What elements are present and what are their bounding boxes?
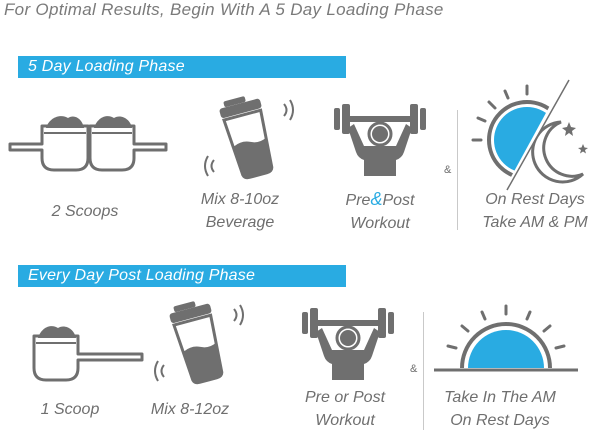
workout-caption-line1: Pre&Post [325, 188, 435, 212]
workout-caption-line1: Pre or Post [304, 389, 386, 406]
scoops-caption: 2 Scoops [51, 203, 119, 220]
lifter-dumbbell-icon [334, 104, 426, 176]
mix-caption: Mix 8-12oz [150, 401, 230, 418]
workout-pre-label: Pre [345, 192, 371, 209]
workout-caption: Pre&Post Workout [325, 188, 435, 235]
rest-days-caption: Take In The AM On Rest Days [425, 386, 575, 432]
mix-caption: Mix 8-10oz Beverage [180, 188, 300, 234]
workout-caption-line2: Workout [350, 215, 410, 232]
scoop-icon [32, 326, 144, 382]
lifter-dumbbell-icon [302, 308, 394, 380]
workout-caption: Pre or Post Workout [290, 386, 400, 432]
workout-caption-line2: Workout [315, 412, 375, 429]
rest-days-caption-line1: Take In The AM [444, 389, 556, 406]
scoop-icon [88, 116, 168, 172]
rest-days-caption: On Rest Days Take AM & PM [470, 188, 600, 234]
header-title: For Optimal Results, Begin With A 5 Day … [4, 0, 444, 19]
loading-phase-title: 5 Day Loading Phase [28, 58, 185, 75]
and-sign: & [410, 363, 418, 375]
workout-post-label: Post [382, 192, 415, 209]
sunrise-icon [434, 304, 578, 372]
daily-phase-banner: Every Day Post Loading Phase [18, 265, 346, 287]
divider [423, 312, 424, 430]
loading-phase-banner: 5 Day Loading Phase [18, 56, 346, 78]
rest-days-caption-line1: On Rest Days [485, 191, 585, 208]
workout-amp-label: & [370, 189, 383, 209]
divider [457, 110, 458, 230]
shaker-bottle-icon [154, 301, 244, 385]
shaker-bottle-icon [204, 96, 294, 180]
daily-phase-title: Every Day Post Loading Phase [28, 267, 256, 284]
mix-caption-line2: Beverage [205, 214, 275, 231]
rest-days-caption-line2: On Rest Days [450, 412, 550, 429]
rest-days-caption-line2: Take AM & PM [482, 214, 588, 231]
and-sign: & [444, 164, 452, 176]
mix-caption-line1: Mix 8-10oz [200, 191, 280, 208]
scoop-icon [8, 116, 90, 172]
scoop-caption: 1 Scoop [40, 401, 100, 418]
sun-moon-icon [471, 79, 588, 191]
